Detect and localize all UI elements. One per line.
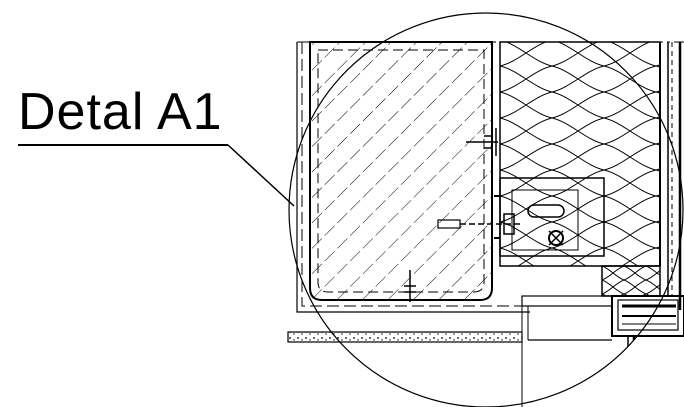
concrete-wall xyxy=(309,41,493,301)
window-frame xyxy=(521,295,684,337)
window-reveal-lines xyxy=(521,296,612,407)
ceiling-finish xyxy=(287,331,523,343)
thermal-insulation xyxy=(499,41,661,297)
detail-circle xyxy=(288,12,684,407)
leader-line xyxy=(18,144,295,207)
wall-anchor-bolt xyxy=(437,213,520,235)
detail-label: Detal A1 xyxy=(18,83,223,141)
facade-cladding xyxy=(659,42,682,310)
anchor-bracket xyxy=(494,177,605,257)
window-glazing xyxy=(627,336,673,407)
insulation-dowel-lower xyxy=(404,270,416,302)
insulation-dowel-upper xyxy=(466,128,498,156)
